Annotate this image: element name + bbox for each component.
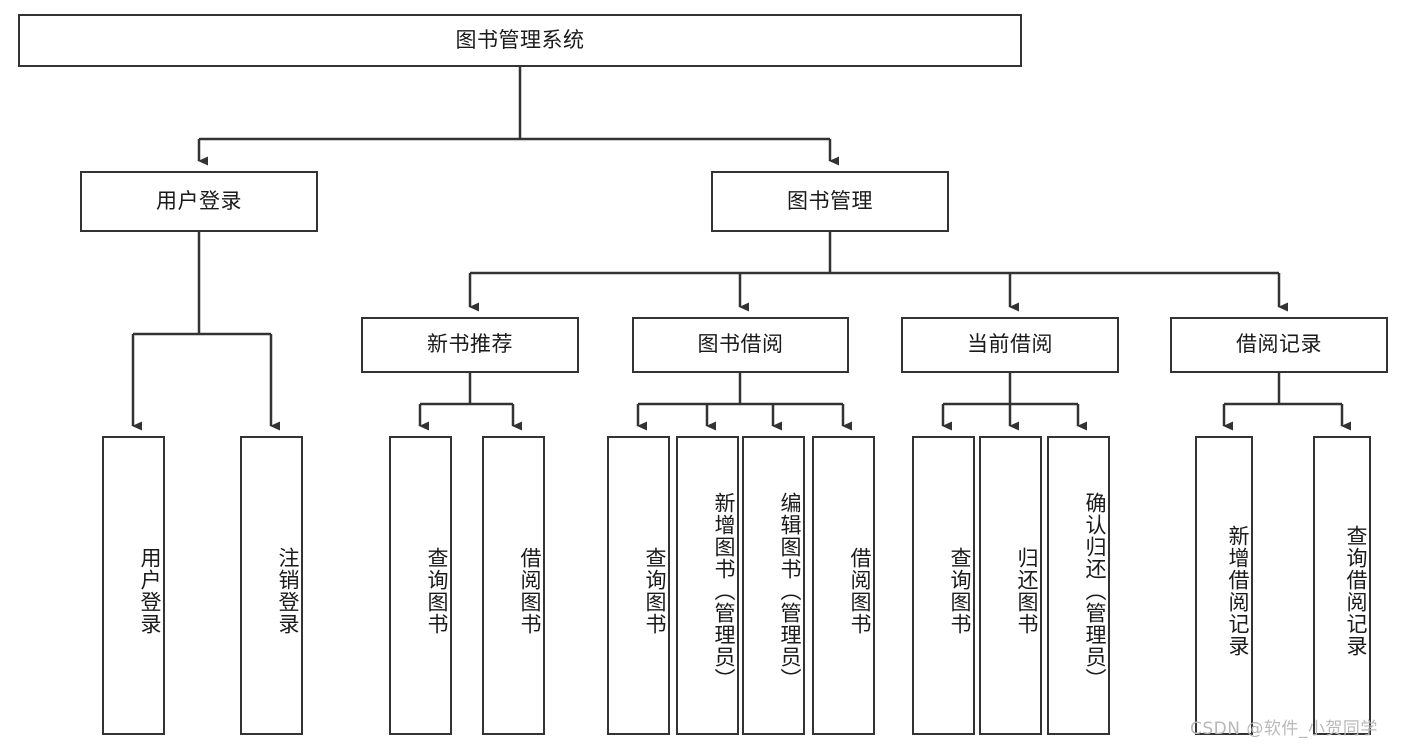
leaf-borrow-add-book-admin[interactable]: 新增图书（管理员） — [676, 436, 739, 735]
node-current-borrow[interactable]: 当前借阅 — [901, 317, 1119, 373]
node-label: 图书管理系统 — [455, 27, 585, 52]
leaf-user-login-login[interactable]: 用户登录 — [102, 436, 165, 735]
csdn-watermark: CSDN @软件_小贺同学 — [1190, 719, 1378, 739]
node-label: 借阅图书 — [848, 546, 872, 635]
node-user-login[interactable]: 用户登录 — [80, 171, 318, 232]
node-label: 借阅记录 — [1236, 332, 1322, 357]
node-label: 查询图书 — [643, 546, 667, 635]
node-label: 编辑图书（管理员） — [778, 491, 802, 690]
leaf-borrow-borrow-book[interactable]: 借阅图书 — [812, 436, 875, 735]
node-root-system[interactable]: 图书管理系统 — [18, 14, 1022, 67]
node-label: 当前借阅 — [967, 332, 1053, 357]
node-book-management[interactable]: 图书管理 — [711, 171, 949, 232]
node-label: 用户登录 — [138, 546, 162, 635]
leaf-borrow-edit-book-admin[interactable]: 编辑图书（管理员） — [742, 436, 805, 735]
leaf-current-return-book[interactable]: 归还图书 — [979, 436, 1042, 735]
node-label: 确认归还（管理员） — [1083, 491, 1107, 690]
node-label: 新增图书（管理员） — [712, 491, 736, 690]
node-label: 查询图书 — [948, 546, 972, 635]
node-label: 注销登录 — [276, 546, 300, 635]
leaf-borrow-query-book[interactable]: 查询图书 — [607, 436, 670, 735]
node-label: 新书推荐 — [427, 332, 513, 357]
node-borrow-record[interactable]: 借阅记录 — [1170, 317, 1388, 373]
node-new-book-recommend[interactable]: 新书推荐 — [361, 317, 579, 373]
leaf-current-query-book[interactable]: 查询图书 — [912, 436, 975, 735]
node-label: 查询借阅记录 — [1344, 524, 1368, 657]
node-book-borrow[interactable]: 图书借阅 — [632, 317, 849, 373]
node-label: 借阅图书 — [518, 546, 542, 635]
leaf-record-add-record[interactable]: 新增借阅记录 — [1195, 436, 1253, 735]
node-label: 图书借阅 — [697, 332, 784, 357]
leaf-new-book-query[interactable]: 查询图书 — [389, 436, 452, 735]
leaf-record-query-record[interactable]: 查询借阅记录 — [1313, 436, 1371, 735]
node-label: 图书管理 — [787, 188, 873, 213]
node-label: 用户登录 — [156, 188, 242, 213]
leaf-new-book-borrow[interactable]: 借阅图书 — [482, 436, 545, 735]
node-label: 新增借阅记录 — [1226, 524, 1250, 657]
leaf-current-confirm-return-admin[interactable]: 确认归还（管理员） — [1047, 436, 1110, 735]
node-label: 归还图书 — [1015, 546, 1039, 635]
node-label: 查询图书 — [425, 546, 449, 635]
leaf-user-login-logout[interactable]: 注销登录 — [240, 436, 303, 735]
